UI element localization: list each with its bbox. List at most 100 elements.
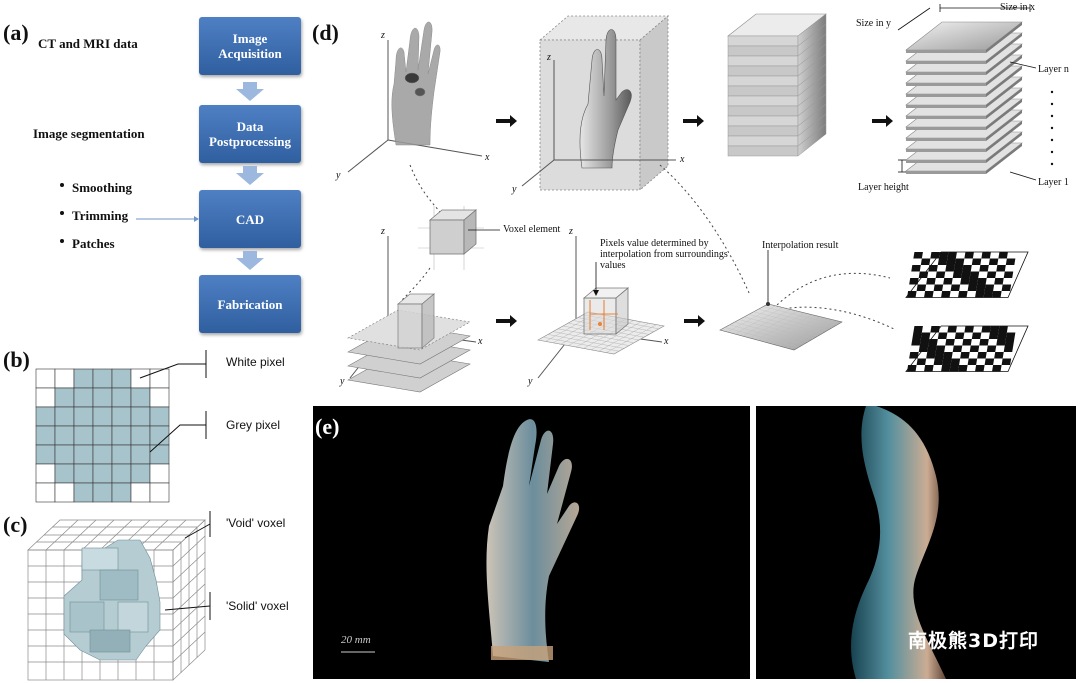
bullet-text: Patches — [72, 236, 115, 251]
checker-cell — [1005, 332, 1016, 339]
step-arrow — [684, 315, 705, 327]
watermark-text: 南极熊3D打印 — [908, 630, 1039, 652]
layer-edge-side — [986, 143, 1022, 174]
solid-voxels — [63, 539, 161, 661]
void-voxel-label: 'Void' voxel — [226, 516, 286, 530]
checker-cell — [913, 326, 923, 333]
panel-c-letter: (c) — [3, 512, 28, 537]
grid-line — [753, 311, 828, 331]
checker-cell — [918, 345, 929, 352]
slice-front — [727, 145, 799, 157]
checker-cell — [958, 365, 968, 372]
slice-front — [727, 135, 799, 147]
checker-cell — [960, 278, 970, 285]
panel-b-letter: (b) — [3, 347, 30, 372]
checker-cell — [996, 339, 1006, 346]
layer-edge-side — [986, 33, 1022, 64]
pixels-value-line: values — [600, 260, 626, 271]
slice-front — [727, 105, 799, 117]
scale-label: 20 mm — [341, 634, 371, 646]
bullet-text: Smoothing — [72, 180, 132, 195]
down-arrow — [236, 166, 264, 185]
grey-pixel-callout — [149, 424, 206, 453]
step-arrow — [496, 315, 517, 327]
layer-1-label: Layer 1 — [1038, 177, 1069, 188]
checker-cell — [950, 358, 961, 365]
slice-front — [727, 85, 799, 97]
checkerboard-1 — [905, 251, 1029, 298]
pixels-value-line: interpolation from surroundings — [600, 249, 728, 260]
printed-arm-shape — [851, 406, 946, 679]
checker-cell — [984, 284, 995, 291]
layer-edge-side — [986, 110, 1022, 141]
grid-line — [748, 314, 823, 334]
pixels-value-label: Pixels value determined by interpolation… — [600, 238, 728, 271]
layer-edge-side — [986, 99, 1022, 130]
checker-cell — [926, 278, 936, 285]
checker-cell — [977, 278, 987, 285]
checker-cell — [943, 352, 953, 359]
printed-hand-shape — [486, 419, 580, 662]
checker-cell — [937, 258, 948, 265]
checker-cell — [952, 271, 963, 278]
checker-cell — [945, 265, 955, 272]
flow-fabrication: Fabrication — [199, 275, 301, 333]
interp-cube — [582, 287, 630, 335]
step-arrow — [872, 115, 893, 127]
printed-arm-image — [851, 406, 946, 679]
solid-voxel-label: 'Solid' voxel — [226, 599, 289, 613]
checker-cell — [1005, 258, 1016, 265]
checker-cell — [912, 332, 922, 339]
printed-hand-image — [341, 419, 580, 662]
checker-cell — [933, 358, 944, 365]
checker-cell — [907, 291, 917, 298]
checker-cell — [947, 252, 957, 259]
bullet-dot — [60, 183, 64, 188]
checker-cell — [1004, 339, 1015, 346]
grid-line — [786, 320, 835, 349]
axis-y-label: y — [512, 184, 517, 195]
dotted-connectors — [401, 164, 897, 331]
ct-mri-label: CT and MRI data — [38, 36, 138, 51]
layer-edge-side — [986, 88, 1022, 119]
bullet-dot — [60, 211, 64, 216]
checker-cell — [969, 271, 980, 278]
axis-z-label: z — [381, 226, 385, 237]
checker-cell — [909, 352, 919, 359]
flow-cad: CAD — [199, 190, 301, 248]
interp-result-label: Interpolation result — [762, 240, 839, 251]
slice-front — [727, 35, 799, 47]
axis-y-label: y — [528, 376, 533, 387]
size-in-x-label: Size in x — [1000, 2, 1035, 13]
checker-cell — [994, 278, 1004, 285]
checker-cell — [947, 326, 957, 333]
grey-pixel-label: Grey pixel — [226, 418, 281, 432]
pixels-value-line: Pixels value determined by — [600, 238, 709, 249]
pixel-grid-cells — [35, 368, 170, 503]
bullet-trimming: Trimming — [60, 208, 128, 224]
voxel-element-cube — [418, 206, 484, 270]
interp-result-gridlines — [724, 305, 838, 349]
layer-edge — [906, 116, 986, 119]
checker-cell — [977, 352, 987, 359]
layer-n-label: Layer n — [1038, 64, 1069, 75]
axis-z-label: z — [569, 226, 573, 237]
down-arrow — [236, 82, 264, 101]
layer-edge-side — [986, 132, 1022, 163]
solid-voxel-callout — [164, 605, 211, 611]
checker-cell — [962, 339, 972, 346]
axis-x-label: x — [664, 336, 669, 347]
checker-cell — [1001, 358, 1012, 365]
checker-cell — [984, 358, 995, 365]
segmentation-label: Image segmentation — [33, 126, 145, 141]
checker-cell — [911, 265, 921, 272]
checker-cell — [934, 352, 945, 359]
checker-cell — [907, 365, 917, 372]
checker-cell — [994, 352, 1004, 359]
grid-line — [763, 306, 838, 325]
checker-cell — [943, 278, 953, 285]
layer-dots — [1050, 90, 1054, 166]
